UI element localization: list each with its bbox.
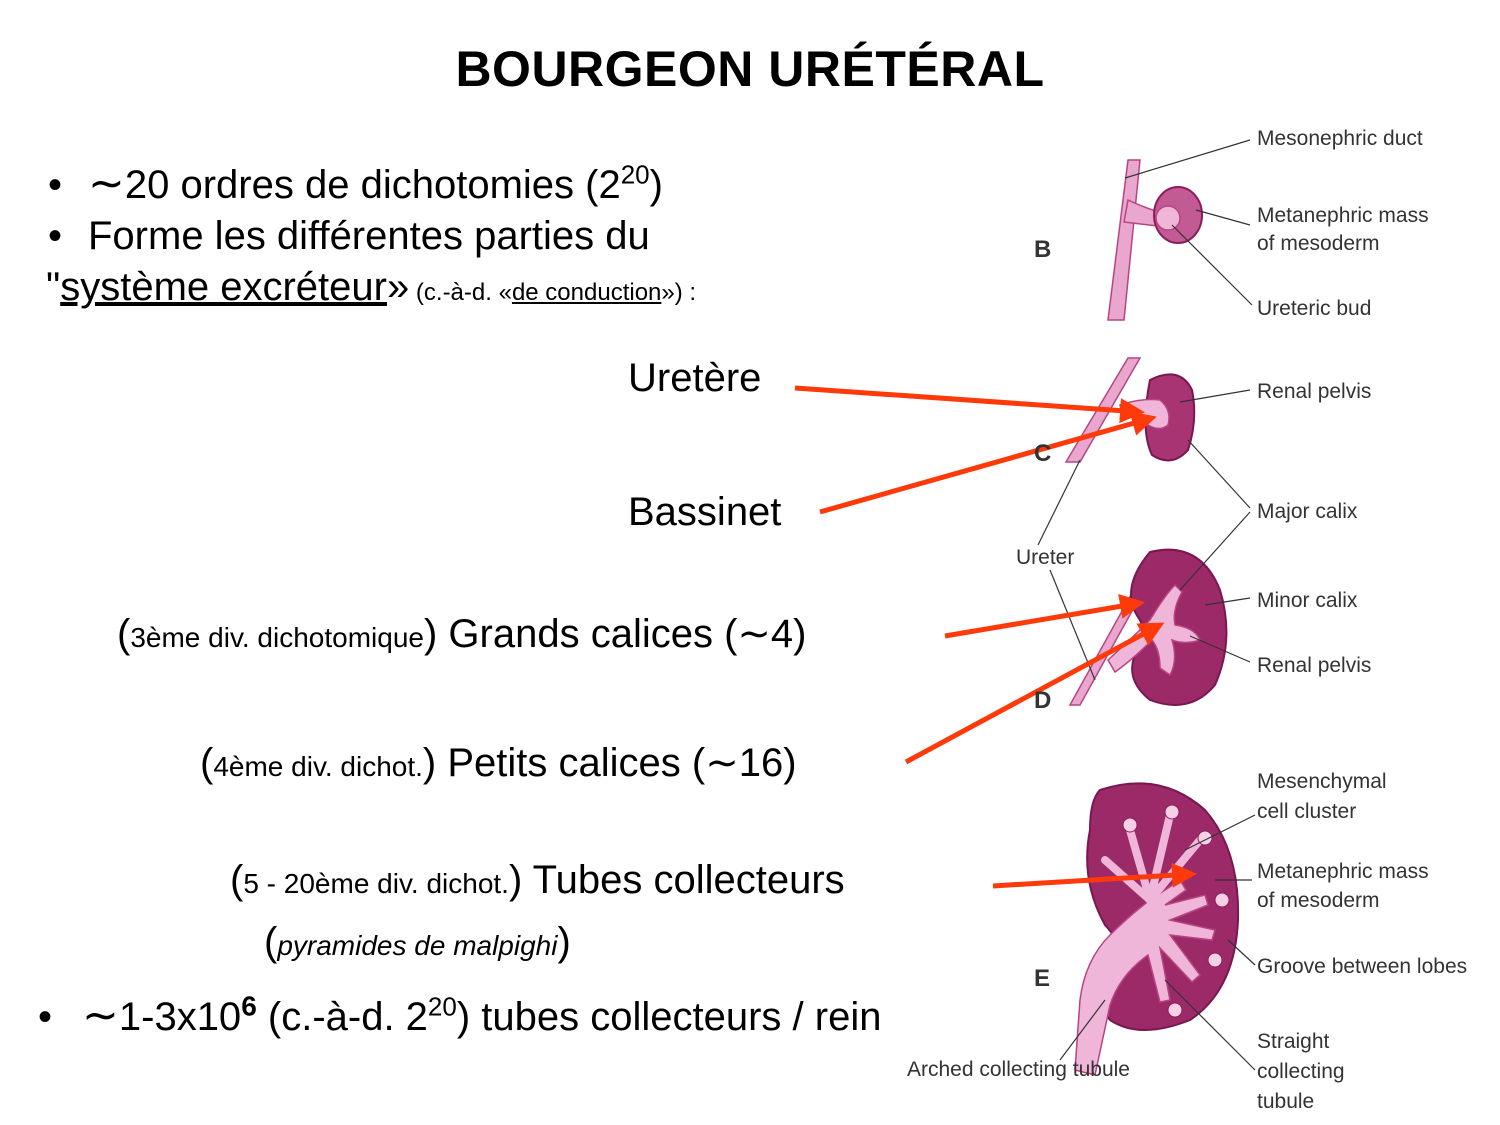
- exponent: 20: [620, 159, 650, 190]
- de-conduction: de conduction: [511, 279, 662, 306]
- bullet-dot: •: [38, 995, 53, 1039]
- approx-symbol: ∼: [82, 991, 119, 1040]
- cad-post: ») :: [661, 279, 697, 306]
- tubes-text: ) Tubes collecteurs: [508, 858, 845, 902]
- leader-line: [1187, 439, 1251, 509]
- panel-e: [1059, 782, 1256, 1076]
- label-ureteric-bud: Ureteric bud: [1257, 297, 1372, 320]
- label-groove-between-lobes: Groove between lobes: [1257, 955, 1468, 978]
- cell-cluster: [1214, 892, 1230, 908]
- grands-div: 3ème div. dichotomique: [130, 622, 424, 653]
- leader-line: [1059, 999, 1106, 1061]
- label-petits-calices: (4ème div. dichot.) Petits calices (∼16): [200, 740, 797, 786]
- label-tubule: tubule: [1257, 1090, 1315, 1113]
- panel-d: [1037, 439, 1251, 706]
- mesonephric-duct-shape: [1107, 159, 1141, 321]
- approx-symbol: ∼: [88, 159, 125, 208]
- leader-line: [1171, 224, 1253, 306]
- leader-line: [1179, 389, 1251, 403]
- label-metanephric-mass-2: Metanephric mass: [1257, 860, 1429, 883]
- leader-line: [1227, 939, 1256, 966]
- arrow-tubes-collecteurs: [992, 862, 1197, 889]
- paren: ): [557, 920, 571, 964]
- cell-cluster: [1122, 817, 1138, 833]
- pyramides-text: pyramides de malpighi: [277, 930, 558, 961]
- bullet-forme: • Forme les différentes parties du: [48, 214, 650, 259]
- bullet-dichotomies-text: 20 ordres de dichotomies (2: [124, 163, 621, 207]
- label-of-mesoderm: of mesoderm: [1257, 232, 1380, 255]
- slide-title: BOURGEON URÉTÉRAL: [455, 41, 1045, 97]
- tubes-div: 5 - 20ème div. dichot.: [243, 868, 509, 899]
- label-collecting: collecting: [1257, 1060, 1345, 1083]
- collecting-system-e: [1074, 878, 1216, 1076]
- arrow-petits-calices: [904, 622, 1165, 765]
- paren: (: [264, 920, 278, 964]
- bullet-dot: •: [48, 163, 63, 207]
- tubes-rein-text: ) tubes collecteurs / rein: [456, 995, 882, 1039]
- label-metanephric-mass: Metanephric mass: [1257, 204, 1429, 227]
- paren: (: [230, 858, 244, 902]
- leader-line: [1037, 459, 1081, 546]
- exponent-20: 20: [427, 991, 457, 1022]
- quote-close: »: [386, 265, 410, 309]
- panel-letter-d: D: [1034, 687, 1052, 714]
- leader-line: [1195, 209, 1251, 226]
- leader-line: [1184, 814, 1256, 851]
- bullet-dot: •: [48, 214, 63, 258]
- label-bassinet: Bassinet: [628, 490, 782, 534]
- panel-letter-b: B: [1034, 236, 1052, 263]
- arrow-bassinet: [819, 411, 1157, 515]
- cad-pre: (c.-à-d. «: [409, 279, 512, 306]
- label-straight: Straight: [1257, 1030, 1330, 1053]
- paren: (: [117, 612, 131, 656]
- leader-line: [1124, 139, 1251, 179]
- label-tubes-collecteurs: (5 - 20ème div. dichot.) Tubes collecteu…: [230, 858, 845, 903]
- panel-b: [1107, 139, 1253, 321]
- leader-line: [1164, 979, 1256, 1071]
- cell-cluster: [1207, 952, 1223, 968]
- bud-tip-b: [1155, 205, 1181, 231]
- petits-text: ) Petits calices (∼16): [422, 741, 797, 785]
- label-cell-cluster: cell cluster: [1257, 800, 1357, 823]
- label-mesonephric-duct: Mesonephric duct: [1257, 127, 1423, 150]
- label-ureter: Ureter: [1016, 546, 1075, 569]
- count-text: 1-3x10: [118, 995, 242, 1039]
- arrow-uretere: [794, 385, 1145, 424]
- leader-line: [1189, 635, 1251, 663]
- leader-line: [1204, 597, 1251, 606]
- bullet-close: ): [649, 163, 663, 207]
- exponent-6: 6: [241, 990, 257, 1022]
- cad-text: (c.-à-d. 2: [256, 995, 428, 1039]
- panel-letter-e: E: [1034, 965, 1051, 992]
- arrow-grands-calices: [944, 594, 1145, 639]
- bullet-tubes-count: • ∼1-3x106 (c.-à-d. 220) tubes collecteur…: [38, 990, 881, 1041]
- paren: (: [200, 741, 214, 785]
- cell-cluster: [1164, 804, 1180, 820]
- bullet-forme-text: Forme les différentes parties du: [88, 214, 650, 258]
- label-major-calix: Major calix: [1257, 500, 1358, 523]
- label-pyramides: (pyramides de malpighi): [264, 920, 571, 965]
- petits-div: 4ème div. dichot.: [213, 751, 423, 782]
- label-uretere: Uretère: [628, 356, 762, 400]
- label-grands-calices: (3ème div. dichotomique) Grands calices …: [117, 611, 806, 657]
- label-minor-calix: Minor calix: [1257, 589, 1358, 612]
- label-arched-collecting-tubule: Arched collecting tubule: [907, 1058, 1130, 1081]
- quote-open: ": [46, 265, 61, 309]
- label-renal-pelvis-2: Renal pelvis: [1257, 654, 1372, 677]
- label-of-mesoderm-2: of mesoderm: [1257, 889, 1380, 912]
- collecting-tubules-e: [1101, 811, 1204, 904]
- pointer-arrows: [794, 385, 1197, 889]
- systeme-excreteur-line: "système excréteur» (c.-à-d. «de conduct…: [46, 265, 696, 310]
- leader-line: [1179, 511, 1251, 591]
- grands-text: ) Grands calices (∼4): [423, 612, 807, 656]
- panel-letter-c: C: [1034, 440, 1052, 467]
- bullet-dichotomies: • ∼20 ordres de dichotomies (220): [48, 158, 663, 209]
- label-renal-pelvis: Renal pelvis: [1257, 380, 1372, 403]
- cell-cluster: [1167, 1002, 1183, 1018]
- systeme-excreteur: système excréteur: [60, 265, 387, 309]
- label-mesenchymal: Mesenchymal: [1257, 770, 1387, 793]
